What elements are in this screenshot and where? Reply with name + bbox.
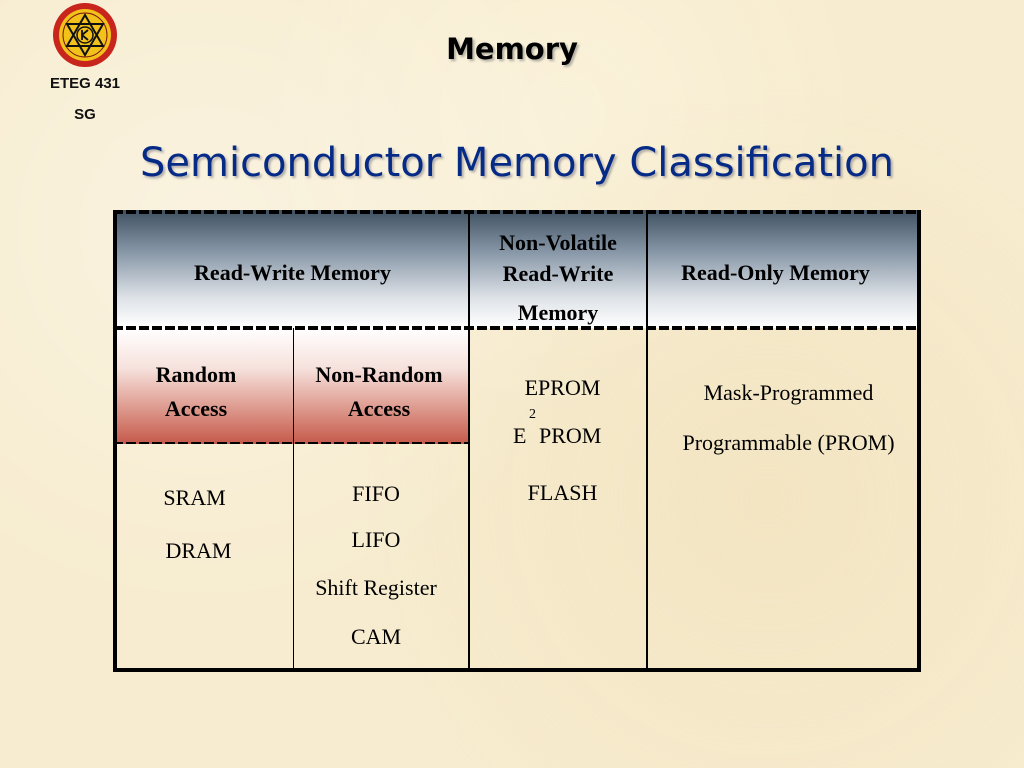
table-left-border bbox=[113, 210, 117, 672]
header-title: Memory bbox=[446, 32, 578, 66]
item-cam: CAM bbox=[350, 624, 402, 649]
e2prom-superscript: 2 bbox=[529, 407, 536, 422]
item-shift-register: Shift Register bbox=[315, 575, 437, 600]
column-divider-1 bbox=[468, 210, 470, 670]
item-prom: Programmable (PROM) bbox=[682, 430, 895, 455]
course-code: ETEG 431 bbox=[49, 75, 121, 92]
subheader-random-line1: Random bbox=[155, 362, 237, 387]
header-read-write-memory: Read-Write Memory bbox=[194, 260, 391, 285]
item-lifo: LIFO bbox=[351, 527, 401, 552]
subcolumn-divider bbox=[293, 328, 294, 670]
e2prom-rest: PROM bbox=[539, 423, 602, 448]
subheader-nonrandom-line2: Access bbox=[347, 396, 411, 421]
item-mask-programmed: Mask-Programmed bbox=[703, 380, 874, 405]
university-logo bbox=[53, 3, 117, 67]
memory-classification-table: Read-Write Memory Non-Volatile Read-Writ… bbox=[113, 210, 921, 672]
item-dram: DRAM bbox=[165, 538, 232, 563]
table-bottom-border bbox=[113, 668, 921, 672]
table-top-border bbox=[113, 210, 921, 214]
item-fifo: FIFO bbox=[352, 481, 400, 506]
author-initials: SG bbox=[74, 106, 96, 123]
subheader-nonrandom-line1: Non-Random bbox=[315, 362, 443, 387]
column-divider-2 bbox=[646, 210, 648, 670]
header-nonvolatile-line1: Non-Volatile bbox=[499, 230, 617, 255]
item-sram: SRAM bbox=[163, 485, 226, 510]
header-band bbox=[113, 210, 921, 328]
item-eprom: EPROM bbox=[524, 375, 601, 400]
subheader-band bbox=[113, 328, 469, 444]
header-divider bbox=[113, 326, 921, 330]
table-right-border bbox=[917, 210, 921, 672]
e2prom-base: E bbox=[513, 423, 527, 448]
header-read-only-memory: Read-Only Memory bbox=[681, 260, 870, 285]
slide-title: Semiconductor Memory Classification bbox=[139, 140, 894, 186]
header-nonvolatile-line3: Memory bbox=[517, 300, 599, 325]
item-flash: FLASH bbox=[527, 480, 598, 505]
header-nonvolatile-line2: Read-Write bbox=[502, 261, 614, 286]
item-e2prom: E 2 PROM bbox=[513, 407, 623, 451]
subheader-divider bbox=[113, 442, 469, 444]
subheader-random-line2: Access bbox=[164, 396, 228, 421]
